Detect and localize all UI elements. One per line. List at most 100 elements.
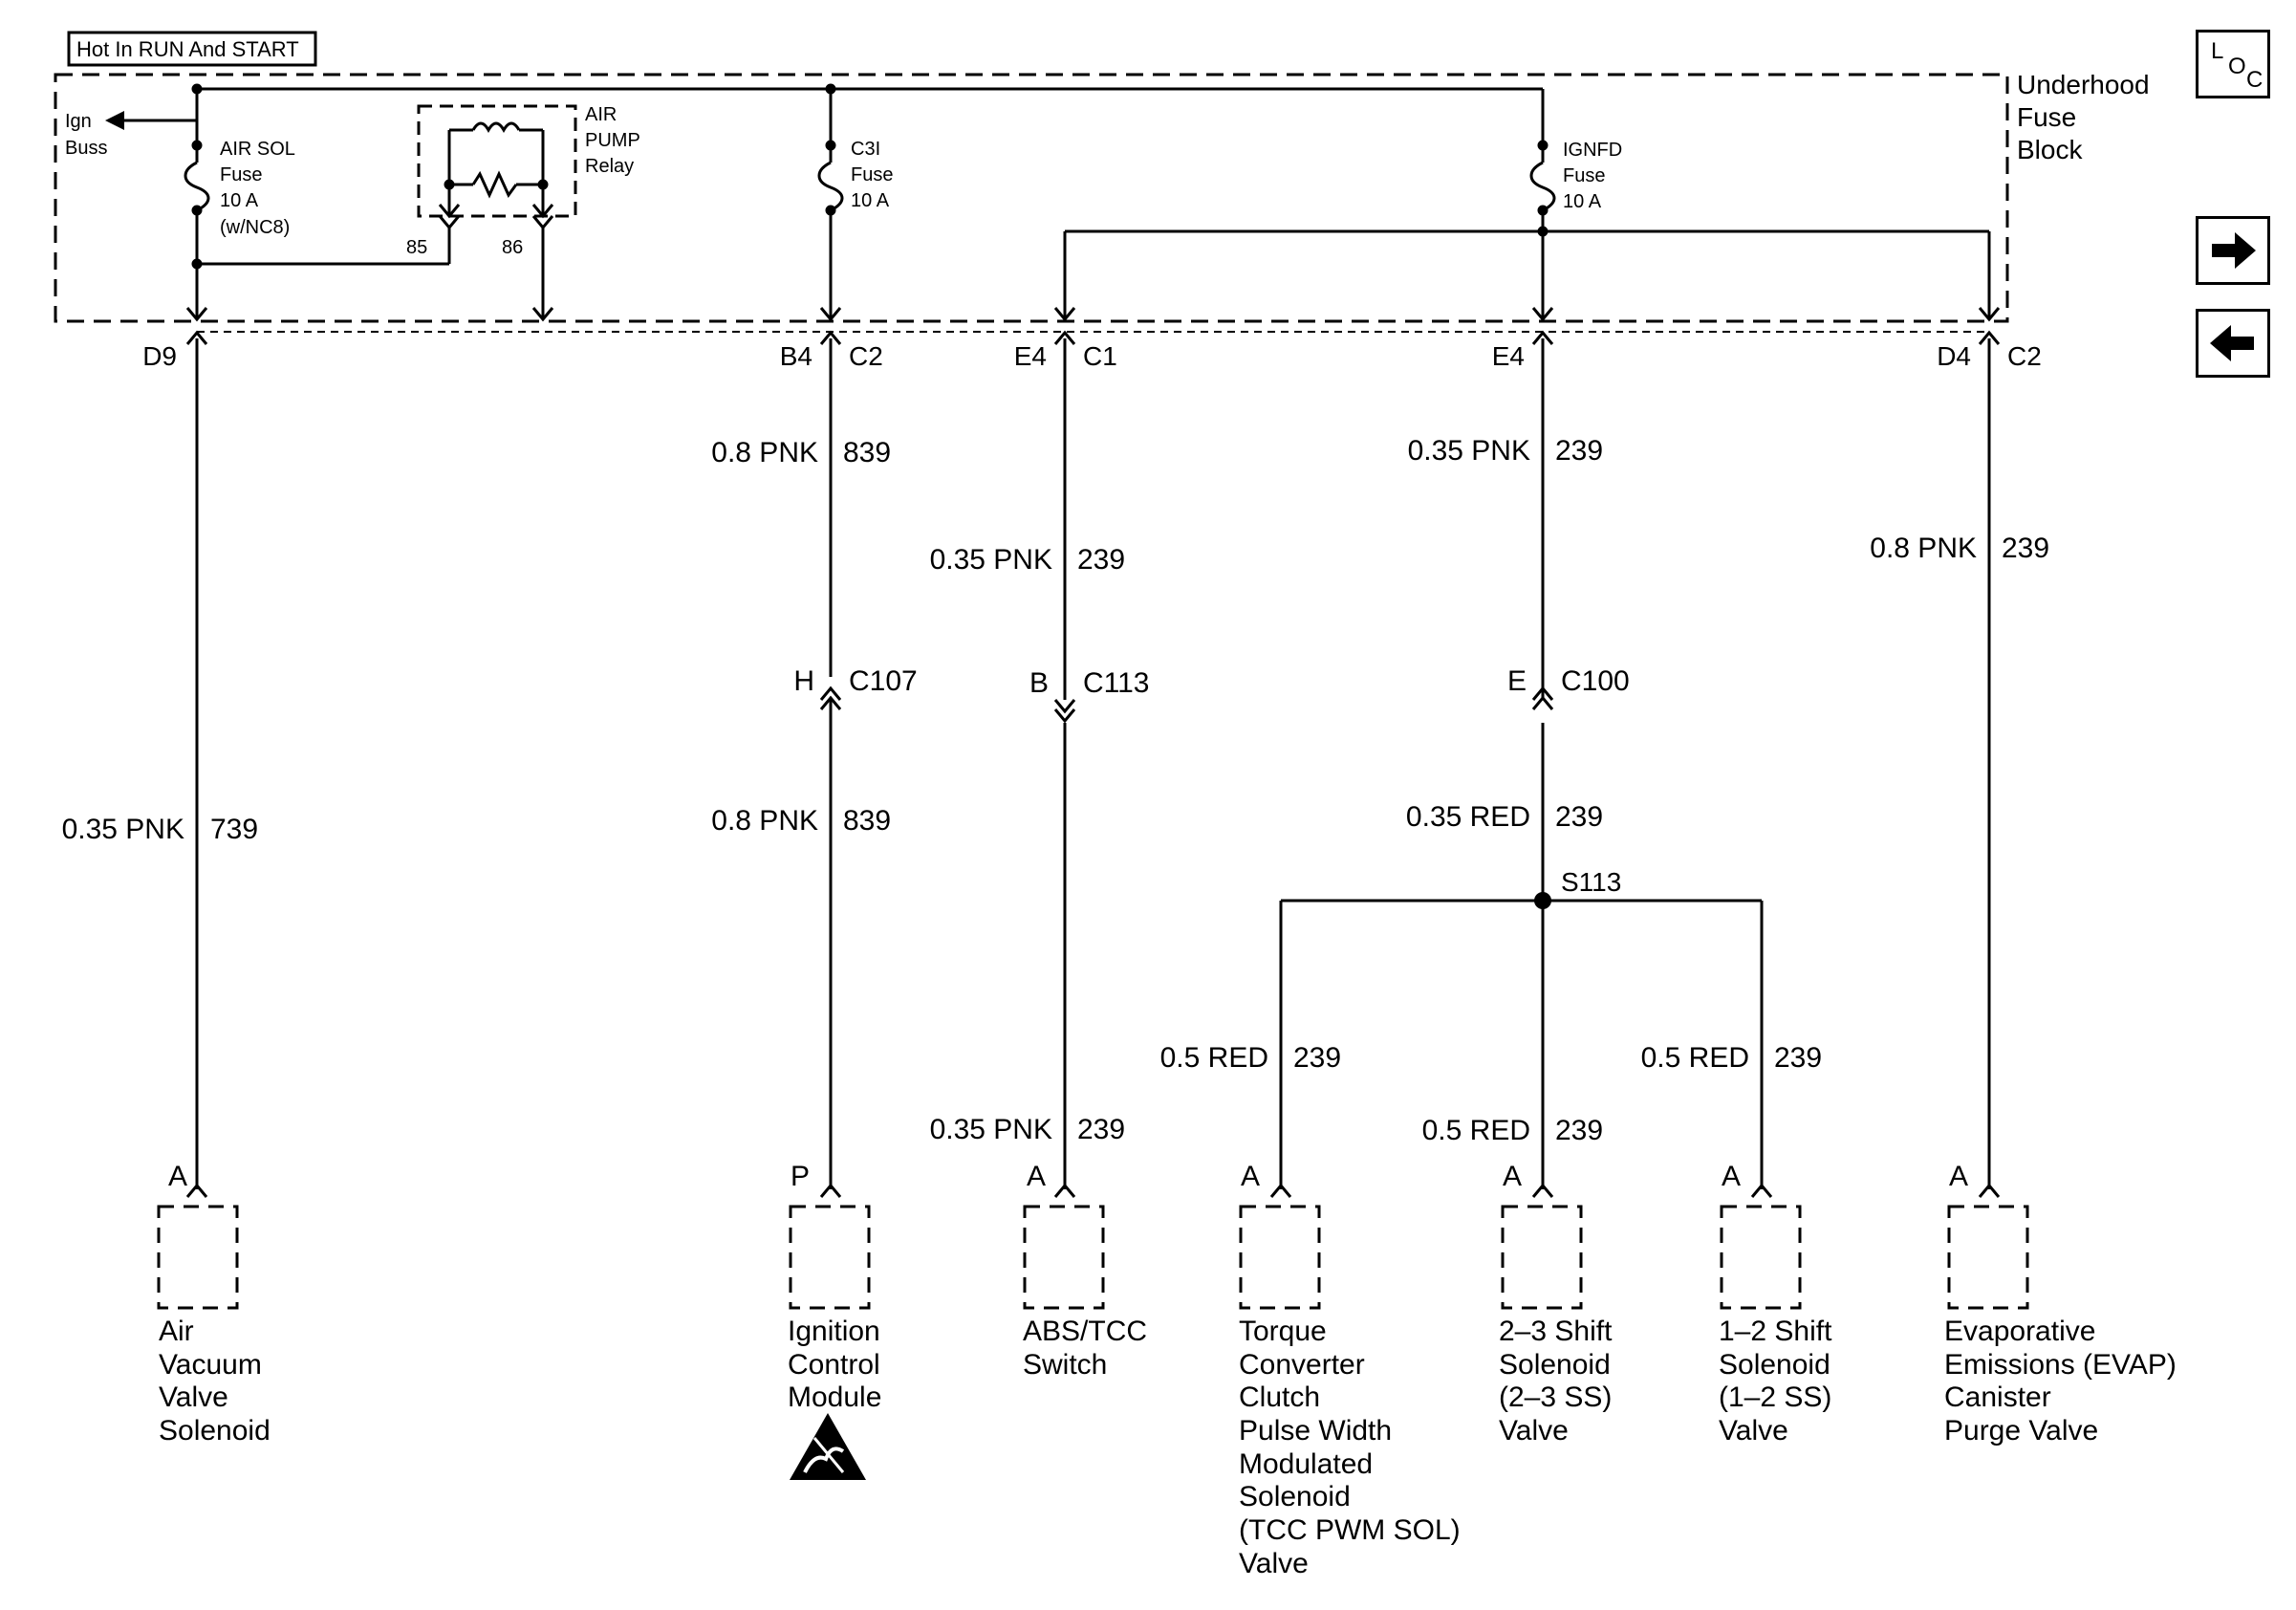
fuse-block-label-1: Underhood <box>2017 70 2150 99</box>
ss12-pin: A <box>1722 1161 1741 1192</box>
location-button[interactable]: L O C <box>2196 30 2270 98</box>
svg-text:Ignition: Ignition <box>788 1316 880 1347</box>
svg-text:Vacuum: Vacuum <box>159 1349 262 1381</box>
wire-239-evap-circuit: 239 <box>2002 533 2049 564</box>
svg-text:Evaporative: Evaporative <box>1944 1316 2095 1347</box>
fuse-block-label-2: Fuse <box>2017 102 2076 132</box>
wire-239-ss12-gauge: 0.5 RED <box>1641 1042 1749 1074</box>
wire-239-evap-gauge: 0.8 PNK <box>1870 533 1977 564</box>
connector-c107-pin: H <box>793 665 814 697</box>
wire-239-abs-b-circuit: 239 <box>1077 1114 1125 1145</box>
c3i-fuse-label-1: C3I <box>851 139 880 160</box>
loc-letter-o: O <box>2228 54 2246 79</box>
ignition-control-module-box <box>789 1205 871 1310</box>
connector-e4a-c1-label: C1 <box>1083 341 1117 371</box>
wire-239-red-gauge: 0.35 RED <box>1406 801 1530 833</box>
wire-839b-gauge: 0.8 PNK <box>711 805 818 837</box>
svg-text:Canister: Canister <box>1944 1382 2051 1413</box>
fuse-block-label-3: Block <box>2017 135 2083 164</box>
svg-text:Valve: Valve <box>159 1382 228 1413</box>
ss23-pin: A <box>1503 1161 1522 1192</box>
wire-839b-circuit: 839 <box>843 805 891 837</box>
connector-c100-name: C100 <box>1561 665 1630 697</box>
next-page-button[interactable] <box>2196 216 2270 285</box>
wire-239-ss23-circuit: 239 <box>1555 1115 1603 1146</box>
svg-text:Pulse Width: Pulse Width <box>1239 1415 1392 1447</box>
relay-pin-86-label: 86 <box>502 237 523 258</box>
ign-buss-arrow <box>105 111 124 130</box>
ss12-valve-box <box>1720 1205 1802 1310</box>
hot-in-run-start-label: Hot In RUN And START <box>76 37 299 61</box>
connector-e4a-label: E4 <box>1014 341 1047 371</box>
svg-text:(TCC PWM SOL): (TCC PWM SOL) <box>1239 1514 1461 1546</box>
c3i-fuse-label-3: 10 A <box>851 190 890 211</box>
wire-839a-circuit: 839 <box>843 437 891 468</box>
abs-tcc-switch-box <box>1023 1205 1105 1310</box>
ign-buss-label-1: Ign <box>65 111 92 132</box>
svg-text:(2–3 SS): (2–3 SS) <box>1499 1382 1612 1413</box>
connector-d4-c2-label: C2 <box>2007 341 2042 371</box>
svg-text:Torque: Torque <box>1239 1316 1327 1347</box>
svg-text:(1–2 SS): (1–2 SS) <box>1719 1382 1831 1413</box>
air-pump-relay-label-1: AIR <box>585 104 617 125</box>
wire-239-abs-b-gauge: 0.35 PNK <box>930 1114 1052 1145</box>
svg-text:Valve: Valve <box>1499 1415 1569 1447</box>
previous-page-button[interactable] <box>2196 309 2270 378</box>
svg-text:Valve: Valve <box>1239 1548 1309 1579</box>
air-sol-fuse-label-1: AIR SOL <box>220 139 295 160</box>
connector-e4b-terminal <box>1531 307 1554 322</box>
evap-purge-valve-box <box>1947 1205 2029 1310</box>
connector-c100-pin: E <box>1507 665 1527 697</box>
connector-e4b-label: E4 <box>1492 341 1525 371</box>
svg-text:Clutch: Clutch <box>1239 1382 1320 1413</box>
wire-239-main-circuit: 239 <box>1555 435 1603 467</box>
svg-text:Valve: Valve <box>1719 1415 1788 1447</box>
ss12-label: 1–2 Shift Solenoid (1–2 SS) Valve <box>1719 1316 1832 1447</box>
air-pump-relay-label-3: Relay <box>585 156 634 177</box>
ignfd-fuse-label-3: 10 A <box>1563 191 1602 212</box>
connector-d9-terminal <box>185 307 208 322</box>
tcc-pwm-pin: A <box>1241 1161 1260 1192</box>
wire-239-tcc-gauge: 0.5 RED <box>1160 1042 1268 1074</box>
splice-s113-dot <box>1534 892 1551 909</box>
icm-pin: P <box>791 1161 810 1192</box>
air-vacuum-label: Air Vacuum Valve Solenoid <box>159 1316 271 1447</box>
svg-text:Solenoid: Solenoid <box>159 1415 271 1447</box>
connector-c113-name: C113 <box>1083 667 1150 699</box>
loc-letter-c: C <box>2246 67 2264 93</box>
svg-text:2–3 Shift: 2–3 Shift <box>1499 1316 1613 1347</box>
tcc-pwm-solenoid-box <box>1239 1205 1321 1310</box>
connector-b4-c2-label: C2 <box>849 341 883 371</box>
svg-text:Purge Valve: Purge Valve <box>1944 1415 2098 1447</box>
wire-739-gauge: 0.35 PNK <box>62 814 184 845</box>
svg-text:Solenoid: Solenoid <box>1719 1349 1830 1381</box>
connector-c113-pin: B <box>1029 667 1049 699</box>
air-vacuum-valve-box <box>157 1205 239 1310</box>
air-sol-fuse-label-2: Fuse <box>220 164 262 185</box>
connector-c100-symbol <box>1531 695 1554 710</box>
wire-239-abs-a-gauge: 0.35 PNK <box>930 544 1052 576</box>
wire-239-ss23-gauge: 0.5 RED <box>1422 1115 1530 1146</box>
svg-text:Emissions (EVAP): Emissions (EVAP) <box>1944 1349 2177 1381</box>
relay-pin-85-label: 85 <box>406 237 427 258</box>
hot-in-run-start-box <box>67 31 317 67</box>
svg-text:Modulated: Modulated <box>1239 1448 1373 1480</box>
ss23-label: 2–3 Shift Solenoid (2–3 SS) Valve <box>1499 1316 1613 1447</box>
svg-text:Switch: Switch <box>1023 1349 1107 1381</box>
ign-buss-label-2: Buss <box>65 138 107 159</box>
air-sol-fuse-label-4: (w/NC8) <box>220 217 290 238</box>
arrow-left-icon <box>2210 325 2254 361</box>
connector-e4a-terminal <box>1053 307 1076 322</box>
wire-739-circuit: 739 <box>210 814 258 845</box>
loc-letter-l: L <box>2211 38 2224 64</box>
ss23-valve-box <box>1501 1205 1583 1310</box>
connector-c113-symbol <box>1053 699 1076 714</box>
esd-sensitive-icon <box>790 1413 866 1480</box>
connector-b4-label: B4 <box>780 341 812 371</box>
wire-239-ss12-circuit: 239 <box>1774 1042 1822 1074</box>
svg-text:Air: Air <box>159 1316 194 1347</box>
evap-pin: A <box>1949 1161 1968 1192</box>
connector-d4-label: D4 <box>1937 341 1971 371</box>
svg-text:Module: Module <box>788 1382 881 1413</box>
